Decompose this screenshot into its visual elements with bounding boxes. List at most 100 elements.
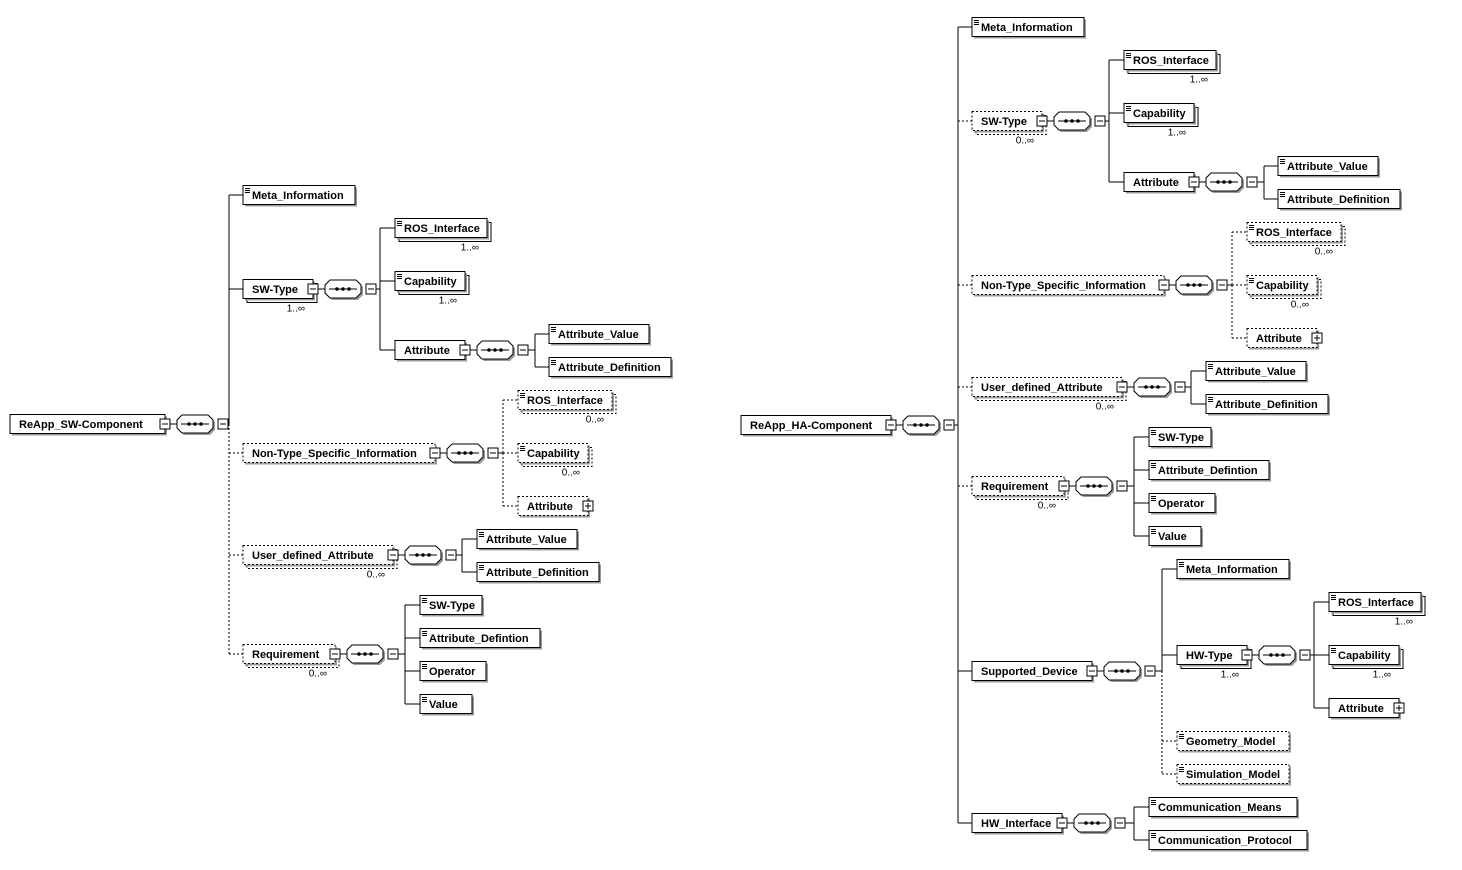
element-box (1277, 156, 1379, 176)
collapse-toggle[interactable] (445, 549, 457, 561)
root-element-reapp-ha-component[interactable]: ReApp_HA-Component (740, 415, 893, 437)
collapse-toggle[interactable] (1086, 665, 1098, 677)
element-simulation-model[interactable]: Simulation_Model (1176, 764, 1291, 786)
element-box (1277, 189, 1401, 209)
element-attribute-value[interactable]: Attribute_Value (548, 324, 651, 346)
expand-toggle[interactable] (1393, 702, 1405, 714)
element-meta-information[interactable]: Meta_Information (971, 17, 1086, 39)
leaf-element-icon (551, 327, 556, 332)
element-label: User_defined_Attribute (981, 382, 1103, 394)
element-attribute[interactable]: Attribute (1328, 698, 1401, 720)
element-meta-information[interactable]: Meta_Information (1176, 559, 1291, 581)
expand-toggle[interactable] (582, 500, 594, 512)
element-label: Attribute (1256, 333, 1302, 345)
element-label: SW-Type (252, 284, 298, 296)
element-meta-information[interactable]: Meta_Information (242, 185, 357, 207)
compositor-dot (919, 423, 923, 427)
element-attribute-defintion[interactable]: Attribute_Defintion (1148, 460, 1271, 482)
compositor-dot (369, 652, 373, 656)
element-attribute[interactable]: Attribute (394, 340, 467, 362)
expand-toggle[interactable] (1311, 332, 1323, 344)
element-box (1123, 103, 1195, 123)
element-supported-device[interactable]: Supported_Device (971, 661, 1094, 683)
element-label: Capability (527, 448, 580, 460)
collapse-toggle[interactable] (429, 447, 441, 459)
collapse-toggle[interactable] (885, 419, 897, 431)
element-sw-type[interactable]: SW-Type (1148, 427, 1213, 449)
element-non-type-specific-information[interactable]: Non-Type_Specific_Information (971, 275, 1166, 297)
element-attribute[interactable]: Attribute (1123, 172, 1196, 194)
collapse-toggle[interactable] (1144, 665, 1156, 677)
collapse-toggle[interactable] (1158, 279, 1170, 291)
collapse-toggle[interactable] (1188, 176, 1200, 188)
collapse-toggle[interactable] (1094, 115, 1106, 127)
element-geometry-model[interactable]: Geometry_Model (1176, 731, 1291, 753)
element-operator[interactable]: Operator (419, 661, 488, 683)
collapse-toggle[interactable] (459, 344, 471, 356)
collapse-toggle[interactable] (517, 344, 529, 356)
element-attribute-value[interactable]: Attribute_Value (1277, 156, 1380, 178)
collapse-toggle[interactable] (365, 283, 377, 295)
element-attribute-definition[interactable]: Attribute_Definition (548, 357, 673, 379)
collapse-toggle[interactable] (1241, 649, 1253, 661)
collapse-toggle[interactable] (1058, 480, 1070, 492)
element-hw-interface[interactable]: HW_Interface (971, 813, 1064, 835)
compositor-dot (1269, 653, 1273, 657)
element-value[interactable]: Value (1148, 526, 1203, 548)
leaf-element-icon (1151, 800, 1156, 805)
collapse-toggle[interactable] (387, 549, 399, 561)
element-attribute-definition[interactable]: Attribute_Definition (1205, 394, 1330, 416)
collapse-toggle[interactable] (1174, 381, 1186, 393)
collapse-toggle[interactable] (387, 648, 399, 660)
collapse-toggle[interactable] (159, 418, 171, 430)
collapse-toggle[interactable] (1216, 279, 1228, 291)
element-communication-protocol[interactable]: Communication_Protocol (1148, 830, 1309, 852)
element-sw-type[interactable]: SW-Type (419, 595, 484, 617)
collapse-toggle[interactable] (487, 447, 499, 459)
element-attribute-value[interactable]: Attribute_Value (1205, 361, 1308, 383)
element-communication-means[interactable]: Communication_Means (1148, 797, 1299, 819)
element-attribute[interactable]: Attribute (1246, 328, 1319, 350)
collapse-toggle[interactable] (307, 283, 319, 295)
collapse-toggle[interactable] (1246, 176, 1258, 188)
collapse-toggle[interactable] (217, 418, 229, 430)
element-attribute-value[interactable]: Attribute_Value (476, 529, 579, 551)
compositor-dot (1156, 385, 1160, 389)
element-attribute-definition[interactable]: Attribute_Definition (476, 562, 601, 584)
leaf-element-icon (1249, 225, 1254, 230)
element-attribute-definition[interactable]: Attribute_Definition (1277, 189, 1402, 211)
element-attribute[interactable]: Attribute (517, 496, 590, 518)
element-label: Value (1158, 531, 1187, 543)
collapse-toggle[interactable] (1056, 817, 1068, 829)
cardinality-label: 1..∞ (1221, 670, 1239, 681)
collapse-toggle[interactable] (1116, 480, 1128, 492)
element-value[interactable]: Value (419, 694, 474, 716)
root-element-reapp-sw-component[interactable]: ReApp_SW-Component (9, 414, 167, 436)
element-non-type-specific-information[interactable]: Non-Type_Specific_Information (242, 443, 437, 465)
collapse-toggle[interactable] (1116, 381, 1128, 393)
collapse-toggle[interactable] (943, 419, 955, 431)
collapse-toggle[interactable] (1299, 649, 1311, 661)
element-operator[interactable]: Operator (1148, 493, 1217, 515)
collapse-toggle[interactable] (1036, 115, 1048, 127)
element-attribute-defintion[interactable]: Attribute_Defintion (419, 628, 542, 650)
collapse-toggle[interactable] (329, 648, 341, 660)
collapse-toggle[interactable] (1114, 817, 1126, 829)
